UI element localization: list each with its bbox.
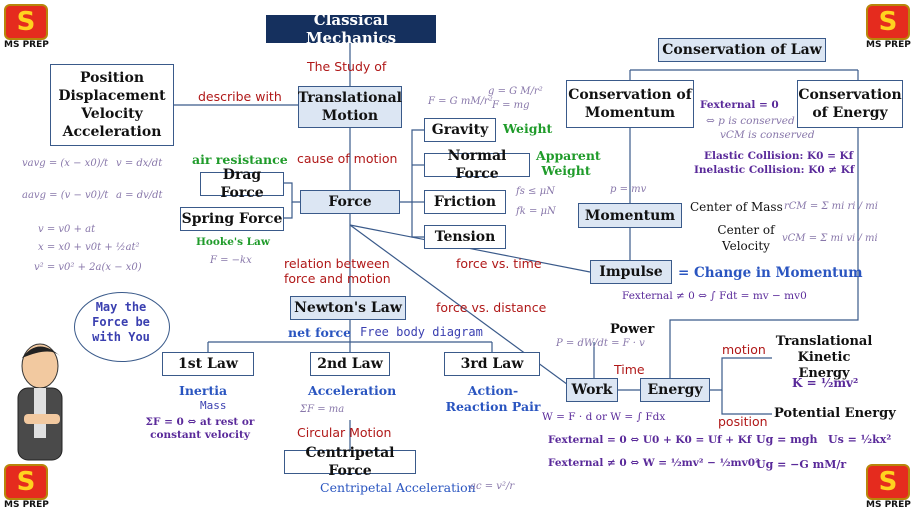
g-formula: g = G M/r²	[488, 86, 543, 97]
logo-text: MS PREP	[866, 40, 911, 50]
centripetal-acceleration-label: Centripetal Acceleration	[320, 480, 476, 495]
drag-force-box: Drag Force	[200, 167, 284, 201]
hooke-formula: F = −kx	[210, 255, 252, 266]
vcm-conserved-formula: vCM is conserved	[720, 129, 815, 141]
free-body-diagram-label: Free body diagram	[360, 325, 483, 339]
acceleration-label: Acceleration	[308, 383, 397, 398]
ms-prep-logo-top-left: S MS PREP	[4, 4, 49, 50]
work-box: Work	[566, 378, 618, 402]
logo-text: MS PREP	[866, 500, 911, 510]
momentum-box: Momentum	[578, 203, 682, 228]
potential-energy-label: Potential Energy	[774, 406, 896, 421]
kinematics-eq-3: v² = v0² + 2a(x − x0)	[34, 262, 142, 273]
kinematics-eq-1: v = v0 + at	[38, 224, 96, 235]
logo-letter: S	[866, 4, 910, 40]
logo-letter: S	[4, 464, 48, 500]
force-vs-time-label: force vs. time	[456, 256, 542, 271]
center-of-mass-label: Center of Mass	[690, 200, 783, 214]
vcm-formula: vCM = Σ mi vi / mi	[782, 233, 878, 244]
center-of-velocity-label: Center of Velocity	[717, 223, 775, 253]
translational-motion-box: Translational Motion	[298, 86, 402, 128]
fext-zero-formula: Fexternal = 0	[700, 99, 779, 111]
power-label: Power	[610, 322, 655, 337]
impulse-box: Impulse	[590, 260, 672, 284]
rcm-formula: rCM = Σ mi ri / mi	[784, 201, 878, 212]
relation-between-label: relation between force and motion	[284, 256, 391, 286]
a-dvdt-formula: a = dv/dt	[116, 190, 163, 201]
change-in-momentum-label: = Change in Momentum	[678, 265, 863, 281]
ke-formula: K = ½mv²	[792, 376, 859, 390]
elastic-collision-formula: Elastic Collision: K0 = Kf	[704, 150, 854, 162]
motion-label: motion	[722, 342, 766, 357]
centripetal-formula: ac = v²/r	[470, 481, 515, 492]
inertia-label: Inertia	[179, 383, 228, 398]
logo-letter: S	[4, 4, 48, 40]
work-formula: W = F · d or W = ∫ Fdx	[542, 411, 666, 423]
logo-text: MS PREP	[4, 40, 49, 50]
aavg-formula: aavg = (v − v0)/t	[22, 190, 109, 201]
weight-formula: F = mg	[492, 100, 530, 111]
static-friction-formula: fs ≤ μN	[516, 186, 555, 197]
circular-motion-label: Circular Motion	[297, 425, 392, 440]
ms-prep-logo-bottom-left: S MS PREP	[4, 464, 49, 510]
ms-prep-logo-top-right: S MS PREP	[866, 4, 911, 50]
p-conserved-formula: ⇔ p is conserved	[706, 115, 795, 127]
describe-with-label: describe with	[198, 89, 282, 104]
speech-bubble	[74, 292, 170, 362]
centripetal-force-box: Centripetal Force	[284, 445, 416, 479]
third-law-box: 3rd Law	[444, 352, 540, 376]
cause-of-motion-label: cause of motion	[297, 151, 398, 166]
ug-formula-1: Ug = mgh	[756, 433, 818, 446]
position-label: position	[718, 414, 768, 429]
normal-force-box: Normal Force	[424, 148, 530, 182]
action-reaction-label: Action-Reaction Pair	[445, 383, 541, 414]
force-vs-distance-label: force vs. distance	[436, 300, 547, 315]
cartoon-character-icon	[17, 343, 63, 461]
power-formula: P = dW/dt = F · v	[556, 338, 645, 349]
conservation-of-momentum-box: Conservation of Momentum	[566, 80, 694, 128]
impulse-formula: Fexternal ≠ 0 ⇔ ∫ Fdt = mv − mv0	[622, 290, 807, 302]
newtons-law-box: Newton's Law	[290, 296, 406, 320]
net-force-label: net force	[288, 325, 352, 340]
title-box: Classical Mechanics	[266, 11, 436, 47]
ms-prep-logo-bottom-right: S MS PREP	[866, 464, 911, 510]
tension-box: Tension	[424, 225, 506, 249]
ug-formula-2: Ug = −G mM/r	[756, 458, 847, 471]
conservation-of-law-box: Conservation of Law	[658, 38, 826, 62]
force-box: Force	[300, 190, 400, 214]
apparent-weight-label: Apparent Weight	[536, 148, 601, 178]
work-energy-formula-1: Fexternal = 0 ⇔ U0 + K0 = Uf + Kf	[548, 434, 752, 446]
first-law-box: 1st Law	[162, 352, 254, 376]
second-law-formula: ΣF = ma	[300, 404, 345, 415]
v-dxdt-formula: v = dx/dt	[116, 158, 163, 169]
vavg-formula: vavg = (x − x0)/t	[22, 158, 108, 169]
first-law-formula: ΣF = 0 ⇔ at rest or constant velocity	[145, 416, 255, 441]
hookes-law-label: Hooke's Law	[196, 236, 270, 248]
second-law-box: 2nd Law	[310, 352, 390, 376]
air-resistance-label: air resistance	[192, 152, 288, 167]
kinetic-friction-formula: fk = μN	[516, 206, 556, 217]
us-formula: Us = ½kx²	[828, 433, 892, 446]
inelastic-collision-formula: Inelastic Collision: K0 ≠ Kf	[694, 164, 855, 176]
logo-text: MS PREP	[4, 500, 49, 510]
work-energy-formula-2: Fexternal ≠ 0 ⇔ W = ½mv² − ½mv0²	[548, 457, 760, 469]
weight-label: Weight	[503, 121, 553, 136]
kinematics-eq-2: x = x0 + v0t + ½at²	[38, 242, 140, 253]
position-box: Position Displacement Velocity Accelerat…	[50, 64, 174, 146]
friction-box: Friction	[424, 190, 506, 214]
speech-text: May the Force be with You	[92, 300, 150, 344]
p-mv-formula: p = mv	[610, 184, 647, 195]
conservation-of-energy-box: Conservation of Energy	[797, 80, 903, 128]
spring-force-box: Spring Force	[180, 207, 284, 231]
gravity-box: Gravity	[424, 118, 496, 142]
time-label: Time	[614, 362, 645, 377]
the-study-of-label: The Study of	[307, 59, 387, 74]
gravitation-formula: F = G mM/r²	[428, 96, 493, 107]
mass-label: Mass	[200, 399, 227, 412]
logo-letter: S	[866, 464, 910, 500]
translational-ke-label: Translational Kinetic Energy	[775, 334, 873, 381]
energy-box: Energy	[640, 378, 710, 402]
